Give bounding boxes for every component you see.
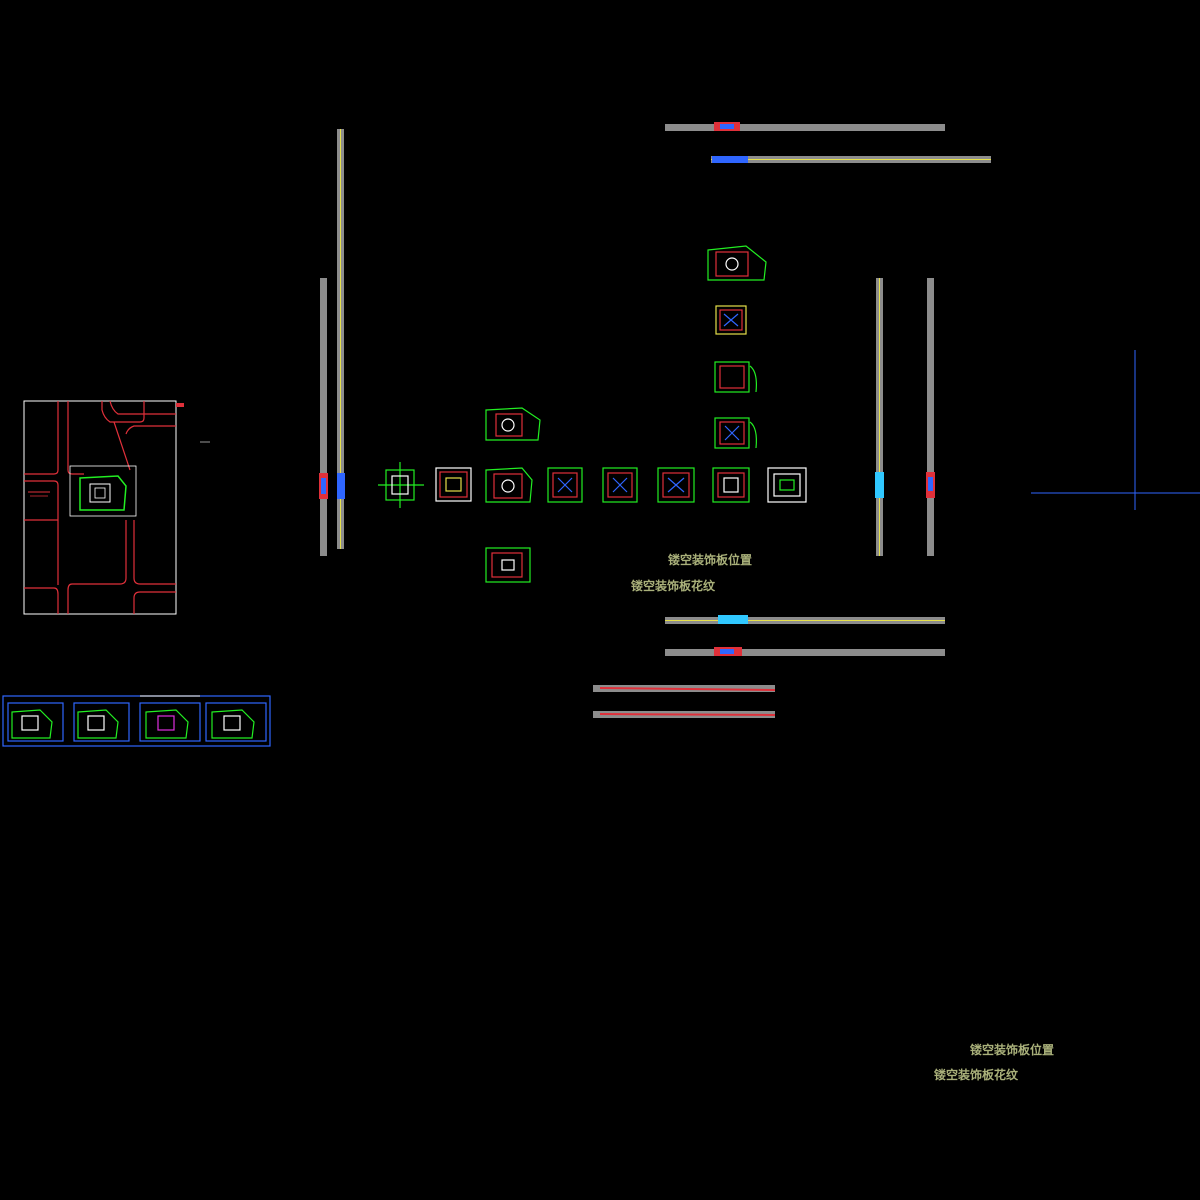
panel-position-label: 镂空装饰板位置 (668, 553, 753, 567)
horizontal-section-bars (593, 122, 991, 718)
floor-plan-column (707, 245, 767, 449)
elevation-strip (2, 695, 271, 747)
panel-position-label-2: 镂空装饰板位置 (970, 1043, 1055, 1057)
panel-pattern-label: 镂空装饰板花纹 (631, 579, 716, 593)
site-plan (23, 400, 210, 615)
panel-pattern-label-2: 镂空装饰板花纹 (934, 1068, 1019, 1082)
cad-crosshair (1031, 350, 1200, 510)
vertical-section-bars (319, 129, 935, 556)
floor-plan-row (378, 407, 807, 583)
